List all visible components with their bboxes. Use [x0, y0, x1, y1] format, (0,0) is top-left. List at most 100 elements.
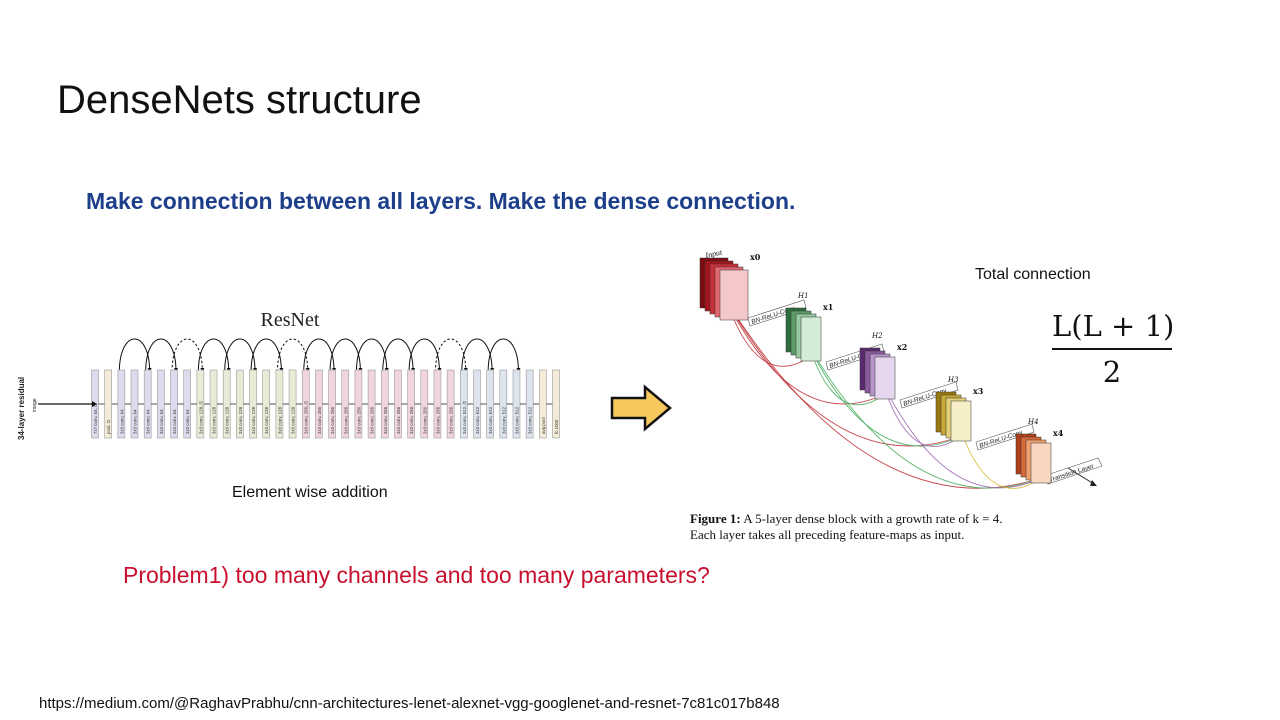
feature-label-x1: x1 — [823, 302, 833, 312]
resnet-identity-shortcut — [303, 338, 335, 373]
source-url[interactable]: https://medium.com/@RaghavPrabhu/cnn-arc… — [39, 695, 780, 712]
dense-connection-curve — [808, 345, 1042, 489]
resnet-layer-label: 3x3 conv, 256 — [370, 406, 375, 434]
resnet-identity-shortcut — [250, 338, 282, 373]
resnet-layer-label: 3x3 conv, 256 — [396, 406, 401, 434]
layer-label-H2: H2 — [871, 332, 883, 340]
resnet-title: ResNet — [261, 309, 320, 331]
resnet-layer-label: 3x3 conv, 512 — [488, 406, 493, 434]
resnet-layer: fc 1000 — [552, 369, 560, 439]
dense-block-h2: x2 H2 — [859, 332, 907, 400]
resnet-caption: Element wise addition — [232, 484, 388, 501]
resnet-layer-label: 3x3 conv, 256 — [317, 406, 322, 434]
resnet-layer-label: 3x3 conv, 128 — [264, 406, 269, 434]
resnet-layer-label: 7x7 conv, 64, /2 — [93, 403, 98, 434]
problem-statement: Problem1) too many channels and too many… — [123, 562, 710, 588]
dense-connection-curve — [958, 425, 1042, 489]
resnet-input-label: image — [32, 398, 38, 412]
dense-connection-curve — [808, 345, 962, 447]
resnet-layer-label: 3x3 conv, 128 — [291, 406, 296, 434]
feature-map — [1030, 442, 1052, 484]
slide-subtitle: Make connection between all layers. Make… — [86, 188, 796, 214]
figure-text-1: A 5-layer dense block with a growth rate… — [740, 511, 1003, 526]
dense-connection-curve — [726, 301, 886, 405]
resnet-identity-shortcut — [145, 338, 177, 373]
figure-caption: Figure 1: A 5-layer dense block with a g… — [690, 511, 1110, 543]
total-connection-label: Total connection — [975, 266, 1091, 283]
transition-arrowhead — [1090, 480, 1097, 486]
resnet-layer-label: 3x3 conv, 512 — [501, 406, 506, 434]
formula-fraction-bar — [1052, 348, 1172, 350]
feature-map — [800, 316, 822, 362]
resnet-layer-label: 3x3 conv, 64 — [146, 409, 151, 434]
resnet-layer-label: 3x3 conv, 128 — [251, 406, 256, 434]
resnet-input-arrowhead — [92, 401, 97, 407]
transition-arrow — [1067, 467, 1095, 485]
dense-connection-curve — [726, 301, 962, 447]
feature-label-x0: x0 — [750, 252, 761, 262]
dense-block-input: x0 — [699, 252, 761, 321]
resnet-layer-label: 3x3 conv, 256 — [409, 406, 414, 434]
resnet-layer-label: fc 1000 — [554, 419, 559, 434]
resnet-layer-label: 3x3 conv, 256 — [383, 406, 388, 434]
feature-map — [874, 356, 896, 400]
resnet-layer-label: 3x3 conv, 128 — [212, 406, 217, 434]
resnet-identity-shortcut — [461, 338, 493, 373]
feature-map — [719, 269, 749, 321]
input-label: Input — [704, 247, 724, 260]
slide-title: DenseNets structure — [57, 78, 422, 122]
dense-block-h3: x3 H3 — [935, 376, 984, 442]
resnet-layer-label: 3x3 conv, 128, /2 — [198, 400, 203, 434]
formula-denominator: 2 — [1102, 355, 1122, 389]
formula-numerator: L(L + 1) — [1052, 309, 1175, 343]
layer-label-H4: H4 — [1027, 418, 1039, 426]
resnet-layer-label: 3x3 conv, 64 — [119, 409, 124, 434]
resnet-identity-shortcut — [224, 338, 256, 373]
transition-layer: Transition Layer — [1043, 457, 1103, 486]
resnet-layer-label: 3x3 conv, 128 — [238, 406, 243, 434]
resnet-identity-shortcut — [487, 338, 519, 373]
feature-label-x3: x3 — [973, 386, 984, 396]
resnet-layer-label: 3x3 conv, 512 — [528, 406, 533, 434]
dense-connection-curve — [882, 383, 1042, 489]
resnet-layer-label: 3x3 conv, 256 — [356, 406, 361, 434]
dense-block-h4: x4 H4 — [1015, 418, 1064, 484]
feature-map — [950, 400, 972, 442]
resnet-diagram: 7x7 conv, 64, /2 pool, /2 3x3 conv, 64 3x3 … — [17, 309, 560, 440]
resnet-layer-label: 3x3 conv, 512, /2 — [462, 400, 467, 434]
resnet-identity-shortcut — [382, 338, 414, 373]
dense-block-h1: x1 H1 — [785, 292, 833, 362]
feature-label-x2: x2 — [897, 342, 907, 352]
resnet-layer-label: 3x3 conv, 256 — [449, 406, 454, 434]
resnet-layer-label: 3x3 conv, 256 — [422, 406, 427, 434]
layer-label-H3: H3 — [947, 376, 959, 384]
connection-formula: L(L + 1) 2 — [1052, 308, 1175, 389]
resnet-identity-shortcut — [408, 338, 440, 373]
resnet-identity-shortcut — [118, 338, 151, 373]
resnet-identity-shortcut — [197, 338, 230, 373]
resnet-layer-label: 3x3 conv, 256 — [435, 406, 440, 434]
layer-label-H1: H1 — [797, 292, 809, 300]
resnet-layer-label: 3x3 conv, 256, /2 — [304, 400, 309, 434]
resnet-layer-label: pool, /2 — [106, 419, 111, 434]
resnet-identity-shortcut — [329, 338, 361, 373]
resnet-side-label: 34-layer residual — [17, 377, 26, 440]
resnet-layer-label: 3x3 conv, 256 — [343, 406, 348, 434]
resnet-layer-label: 3x3 conv, 64 — [159, 409, 164, 434]
dense-connection-curve — [726, 301, 1042, 489]
resnet-layer-label: 3x3 conv, 512 — [475, 406, 480, 434]
resnet-layer-label: 3x3 conv, 128 — [225, 406, 230, 434]
resnet-layer-label: 3x3 conv, 64 — [172, 409, 177, 434]
resnet-identity-shortcut — [355, 338, 388, 373]
resnet-layer-label: 3x3 conv, 64 — [185, 409, 190, 434]
resnet-layer-label: 3x3 conv, 512 — [514, 406, 519, 434]
figure-text-2: Each layer takes all preceding feature-m… — [690, 527, 965, 542]
resnet-layer-label: 3x3 conv, 64 — [133, 409, 138, 434]
dense-connection-curve — [882, 383, 962, 447]
resnet-layer-label: avg pool — [541, 417, 546, 434]
figure-label: Figure 1: — [690, 511, 741, 526]
resnet-layer-label: 3x3 conv, 128 — [277, 406, 282, 434]
resnet-layer-label: 3x3 conv, 256 — [330, 406, 335, 434]
feature-label-x4: x4 — [1053, 428, 1064, 438]
